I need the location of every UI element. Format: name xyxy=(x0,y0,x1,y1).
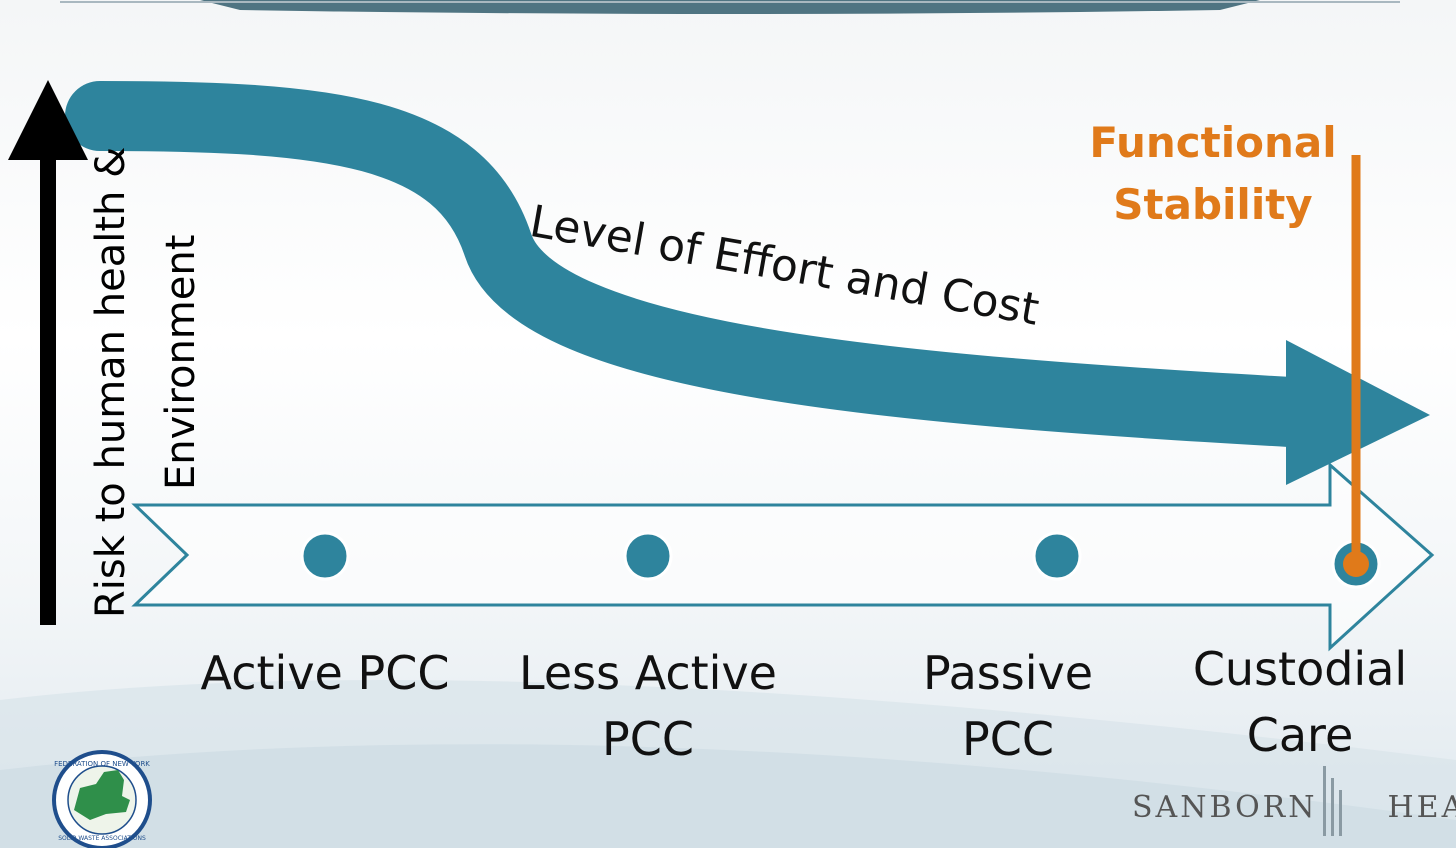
y-axis-label-line2: Environment xyxy=(158,234,204,490)
timeline-band xyxy=(131,461,1435,652)
functional-stability-dot xyxy=(1343,551,1369,577)
head-word: HEAD xyxy=(1387,790,1456,825)
stage-label-passive-pcc: Passive PCC xyxy=(922,646,1094,766)
y-axis-label-line1: Risk to human health & xyxy=(88,146,134,618)
background-swoosh xyxy=(0,680,1456,848)
functional-stability-line1: Functional xyxy=(1089,118,1337,167)
stage-dot-less-active-pcc xyxy=(623,531,673,581)
nyfswa-logo: FEDERATION OF NEW YORK SOLID WASTE ASSOC… xyxy=(52,750,152,848)
top-border-decoration xyxy=(60,0,1400,14)
svg-text:SOLID WASTE ASSOCIATIONS: SOLID WASTE ASSOCIATIONS xyxy=(58,835,146,842)
stage-label-custodial-care: Custodial Care xyxy=(1192,642,1408,762)
stage-label-active-pcc: Active PCC xyxy=(200,646,450,700)
stage-dot-passive-pcc xyxy=(1032,531,1082,581)
svg-text:FEDERATION OF NEW YORK: FEDERATION OF NEW YORK xyxy=(54,760,150,768)
risk-axis-arrow xyxy=(8,80,88,625)
sanborn-head-logo: SANBORN HEAD xyxy=(1132,790,1456,825)
sanborn-word: SANBORN xyxy=(1132,790,1318,825)
stage-label-less-active-pcc: Less Active PCC xyxy=(519,646,777,766)
stage-dot-active-pcc xyxy=(300,531,350,581)
functional-stability-line2: Stability xyxy=(1113,180,1313,229)
sanborn-head-logo-mark xyxy=(1323,766,1342,836)
functional-stability-label: Functional Stability xyxy=(1068,112,1358,236)
